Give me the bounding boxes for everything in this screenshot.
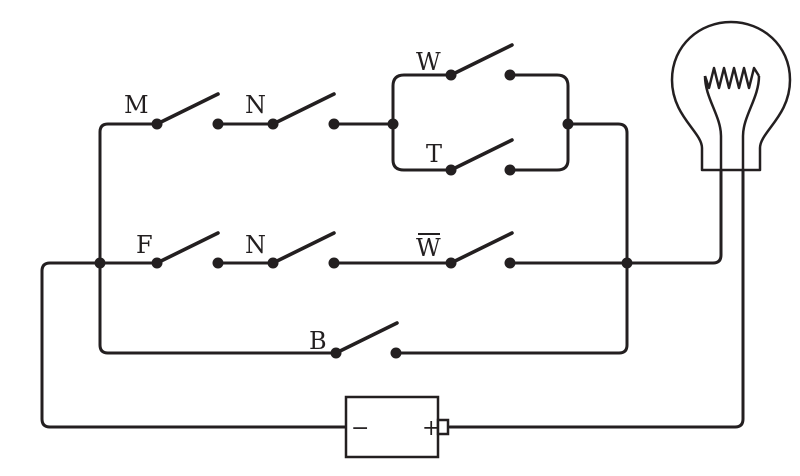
wire-parallel-right-top xyxy=(508,73,570,126)
switch-w-bar-contact xyxy=(504,257,516,269)
junctions xyxy=(94,118,633,269)
battery-minus-sign: − xyxy=(351,416,369,441)
switch-f-contact xyxy=(212,257,224,269)
switch-m-contact xyxy=(212,118,224,130)
wire-parallel-left-bottom xyxy=(391,122,453,172)
switch-n-top-label: N xyxy=(245,91,266,119)
switch-n-top-contact xyxy=(328,118,340,130)
wire-battery-negative xyxy=(40,261,348,429)
switch-w-top-label: W xyxy=(416,48,441,76)
wire-parallel-right-bottom xyxy=(508,122,570,172)
battery-terminal xyxy=(436,418,450,436)
switch-w-top: W xyxy=(416,43,516,81)
junction-left-middle xyxy=(94,257,106,269)
wire-parallel-left-top xyxy=(391,73,453,126)
switch-f: F xyxy=(136,231,224,269)
light-bulb-icon xyxy=(670,20,792,172)
junction-left-top xyxy=(387,118,399,130)
switch-n-middle-blade xyxy=(271,231,336,265)
switch-w-bar-blade xyxy=(449,231,514,265)
switch-n-middle: N xyxy=(245,231,340,269)
switch-w-bar-label: W xyxy=(416,234,441,262)
switch-f-blade xyxy=(155,231,220,265)
switch-b-pivot xyxy=(330,347,342,359)
switch-m-pivot xyxy=(151,118,163,130)
switch-t-contact xyxy=(504,164,516,176)
junction-right-middle xyxy=(621,257,633,269)
bulb-outer-glass xyxy=(670,20,792,172)
junction-right-top xyxy=(562,118,574,130)
bulb-filament xyxy=(703,66,761,90)
switch-f-label: F xyxy=(136,231,153,259)
switch-w-bar-pivot xyxy=(445,257,457,269)
wire-top-left xyxy=(98,122,159,264)
switch-b-contact xyxy=(390,347,402,359)
battery-plus-sign: + xyxy=(422,416,440,441)
switch-f-pivot xyxy=(151,257,163,269)
switch-t-label: T xyxy=(426,140,442,168)
switch-n-middle-contact xyxy=(328,257,340,269)
bulb-inner-filament-support-right xyxy=(741,75,761,170)
switch-m-label: M xyxy=(124,91,149,119)
switch-b-blade xyxy=(334,321,399,355)
wire-top-right xyxy=(566,122,629,265)
switch-w-top-pivot xyxy=(445,69,457,81)
battery-icon: − + xyxy=(344,395,450,459)
switch-b-label: B xyxy=(309,327,327,355)
wires xyxy=(40,73,745,429)
switch-n-top-pivot xyxy=(267,118,279,130)
switch-b: B xyxy=(309,321,402,359)
switch-n-top-blade xyxy=(271,92,336,126)
switch-w-top-contact xyxy=(504,69,516,81)
switch-t-pivot xyxy=(445,164,457,176)
switch-n-middle-label: N xyxy=(245,231,266,259)
wire-right-to-bulb xyxy=(625,168,723,265)
switch-m: M xyxy=(124,91,224,130)
wire-bottom-left xyxy=(98,261,338,355)
switch-w-top-blade xyxy=(449,43,514,77)
switch-t: T xyxy=(426,138,516,176)
switch-n-middle-pivot xyxy=(267,257,279,269)
switch-w-bar: W xyxy=(416,231,516,269)
wire-battery-positive xyxy=(448,168,745,429)
wire-bottom-right xyxy=(394,261,629,355)
switch-t-blade xyxy=(449,138,514,172)
switch-m-blade xyxy=(155,92,220,126)
bulb-inner-filament-support xyxy=(703,75,723,170)
switch-n-top: N xyxy=(245,91,340,130)
